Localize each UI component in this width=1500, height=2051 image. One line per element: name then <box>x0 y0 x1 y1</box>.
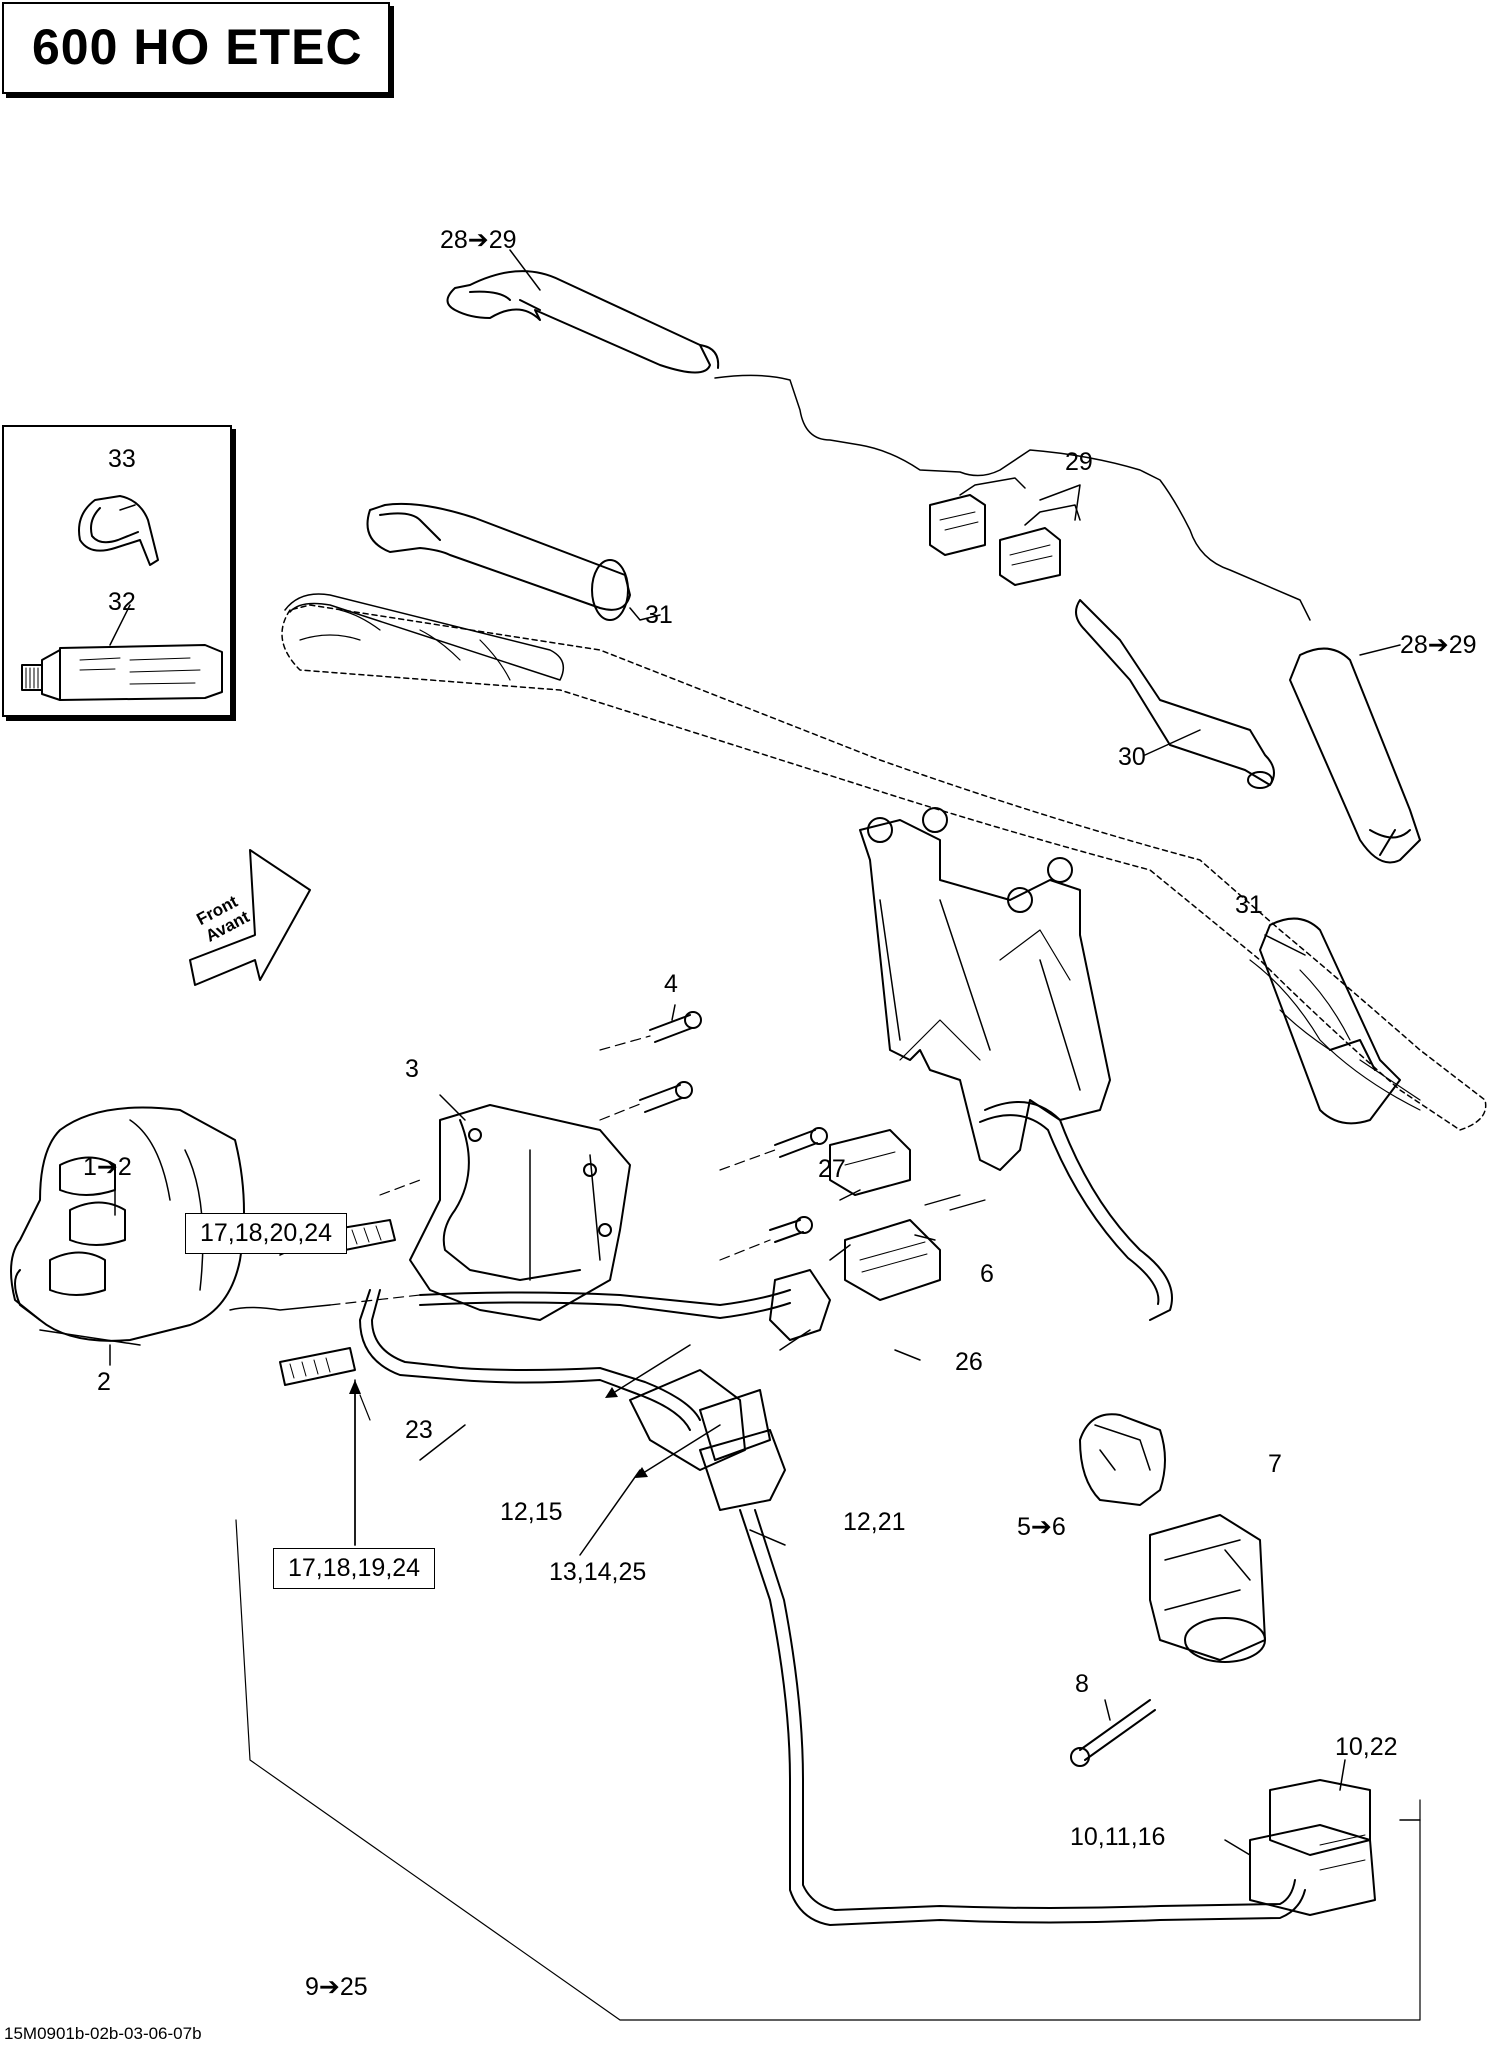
callout-28-29-right: 28➔29 <box>1400 631 1477 659</box>
callout-9-25: 9➔25 <box>305 1973 368 2001</box>
screws-4-drawing <box>599 1011 828 1261</box>
grip-31-top-drawing <box>366 502 631 621</box>
callout-13-14-25: 13,14,25 <box>549 1558 647 1586</box>
callout-30: 30 <box>1118 743 1146 771</box>
pin-8-drawing <box>1070 1699 1156 1767</box>
callout-33: 33 <box>108 445 136 473</box>
callout-31-top: 31 <box>645 601 673 629</box>
callout-27: 27 <box>818 1155 846 1183</box>
riser-drawing <box>859 807 1111 1171</box>
callout-28-29-top: 28➔29 <box>440 226 517 254</box>
grease-tube-drawing <box>21 644 223 701</box>
callout-10-11-16: 10,11,16 <box>1070 1823 1166 1851</box>
switch-1-2-drawing <box>10 1106 421 1346</box>
part-5-6-drawing <box>1079 1413 1166 1506</box>
lock-tie-drawing <box>78 495 159 566</box>
part-7-drawing <box>1149 1514 1266 1663</box>
heated-grip-top-drawing <box>446 270 1311 621</box>
callout-23: 23 <box>405 1416 433 1444</box>
callout-box-17-18-19-24: 17,18,19,24 <box>273 1548 436 1589</box>
wiring-harness-drawing <box>359 1101 1306 1926</box>
page-title: 600 HO ETEC <box>32 19 363 75</box>
diagram-reference-code: 15M0901b-02b-03-06-07b <box>4 2024 202 2043</box>
grip-31-right-drawing <box>1259 917 1401 1125</box>
connector-29-drawing <box>929 477 1081 586</box>
guide-lines <box>235 1394 1421 2021</box>
callout-12-21: 12,21 <box>843 1508 906 1536</box>
callout-29: 29 <box>1065 448 1093 476</box>
callout-4: 4 <box>664 970 678 998</box>
callout-box-17-18-20-24: 17,18,20,24 <box>185 1213 348 1254</box>
inset-box <box>2 425 232 717</box>
callout-32: 32 <box>108 588 136 616</box>
callout-8: 8 <box>1075 1670 1089 1698</box>
connectors-drawing <box>279 1129 986 1511</box>
callout-12-15: 12,15 <box>500 1498 563 1526</box>
callout-10-22: 10,22 <box>1335 1733 1398 1761</box>
leader-lines <box>109 249 1421 1856</box>
callout-3: 3 <box>405 1055 419 1083</box>
callout-5-6: 5➔6 <box>1017 1513 1066 1541</box>
callout-26: 26 <box>955 1348 983 1376</box>
callout-1-2: 1➔2 <box>83 1153 132 1181</box>
callout-7: 7 <box>1268 1450 1282 1478</box>
heated-grip-right-drawing <box>1289 647 1421 864</box>
handlebar-drawing <box>281 593 1487 1131</box>
tube-30-drawing <box>1075 599 1275 789</box>
title-box: 600 HO ETEC <box>2 2 390 94</box>
connector-block-10-drawing <box>1249 1779 1376 1916</box>
callout-31-right: 31 <box>1235 891 1263 919</box>
callout-2: 2 <box>97 1368 111 1396</box>
housing-3-drawing <box>379 1104 631 1321</box>
front-direction-arrow <box>189 849 311 986</box>
callout-6: 6 <box>980 1260 994 1288</box>
